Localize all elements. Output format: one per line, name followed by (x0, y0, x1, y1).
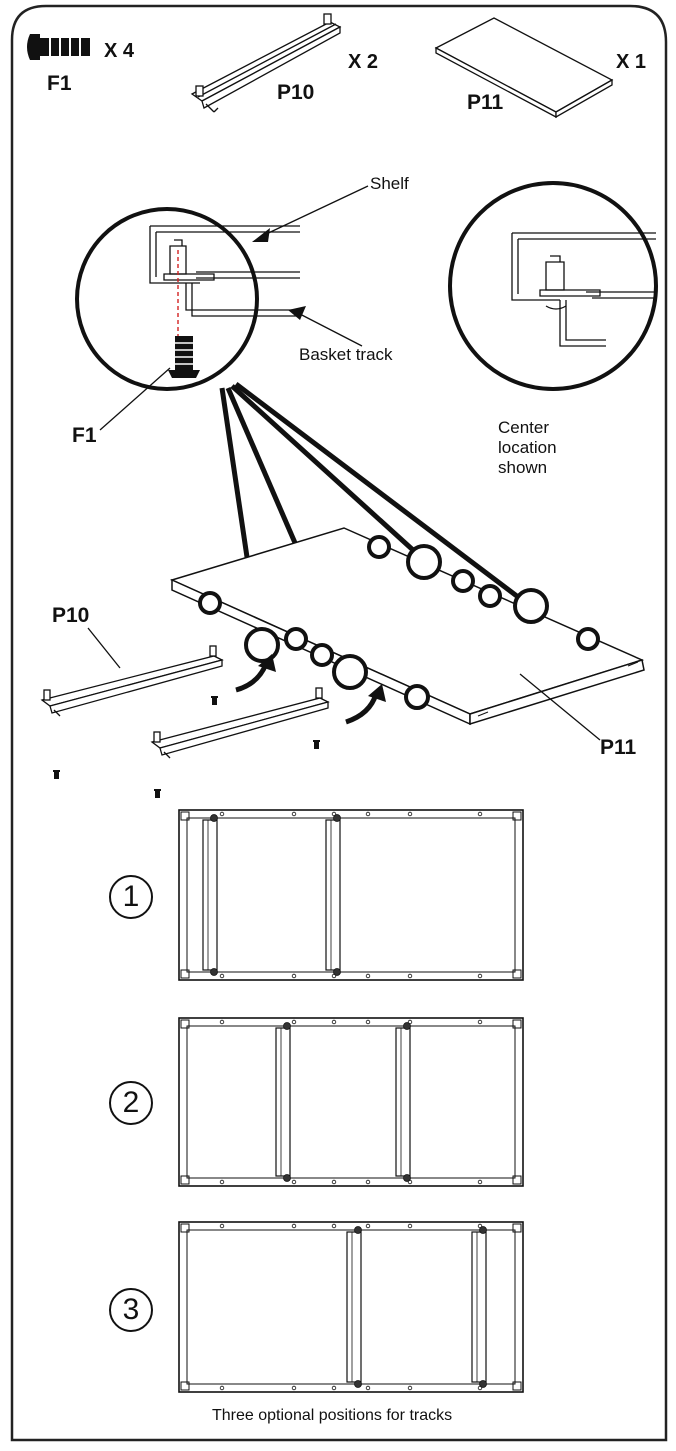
panel-hole (407, 1385, 413, 1391)
p10-quantity: X 2 (348, 51, 379, 73)
panel-hole (219, 1385, 225, 1391)
f1-quantity: X 4 (104, 40, 135, 62)
panel-hole (331, 1019, 337, 1025)
position-2-panel-inner (186, 1025, 516, 1179)
panel-hole (331, 1223, 337, 1229)
screw-marks (53, 696, 320, 798)
f1-bolt-icon (27, 34, 90, 60)
detail-circle-right (448, 181, 658, 391)
panel-hole (219, 973, 225, 979)
position-1-panel-inner (186, 817, 516, 973)
center-note-line: location (498, 438, 557, 457)
panel-hole (365, 1179, 371, 1185)
f1-part-label: F1 (47, 72, 72, 95)
basket-track (395, 1027, 411, 1177)
p10-assembly-label: P10 (52, 604, 90, 627)
panel-hole (365, 811, 371, 817)
basket-track (325, 819, 341, 971)
track-screw (479, 1380, 487, 1388)
center-note-line: shown (498, 458, 548, 477)
panel-hole (365, 1019, 371, 1025)
track-p10-right (150, 687, 330, 759)
basket-track-callout: Basket track (299, 345, 393, 364)
panel-corner (180, 1381, 190, 1391)
panel-corner (180, 969, 190, 979)
panel-hole (331, 1385, 337, 1391)
panel-hole (407, 811, 413, 817)
panel-hole (219, 1179, 225, 1185)
panel-hole (291, 1223, 297, 1229)
position-3-panel-inner (186, 1229, 516, 1385)
track-screw (333, 968, 341, 976)
positions-caption: Three optional positions for tracks (212, 1407, 453, 1424)
panel-hole (407, 1223, 413, 1229)
panel-hole (477, 811, 483, 817)
panel-hole (407, 973, 413, 979)
panel-corner (180, 1175, 190, 1185)
panel-hole (291, 1385, 297, 1391)
f1-bolt-detail-icon (168, 336, 200, 378)
track-screw (210, 814, 218, 822)
panel-hole (365, 973, 371, 979)
shelf-callout: Shelf (370, 174, 409, 193)
track-screw (403, 1022, 411, 1030)
insert-arrow-icon (235, 654, 276, 693)
panel-corner (512, 811, 522, 821)
panel-hole (219, 1019, 225, 1025)
p11-quantity: X 1 (616, 51, 647, 73)
position-1-panel (178, 809, 524, 981)
position-2-number: 2 (109, 1081, 153, 1125)
panel-hole (365, 1385, 371, 1391)
position-1-number: 1 (109, 875, 153, 919)
position-3-number: 3 (109, 1288, 153, 1332)
center-location-note: Center location shown (498, 418, 557, 478)
panel-corner (180, 1223, 190, 1233)
p10-track-icon (190, 13, 342, 113)
panel-hole (331, 1179, 337, 1185)
panel-corner (512, 1019, 522, 1029)
panel-hole (291, 1019, 297, 1025)
track-screw (283, 1022, 291, 1030)
track-screw (403, 1174, 411, 1182)
panel-corner (512, 969, 522, 979)
track-screw (354, 1226, 362, 1234)
shelf-assembly (169, 527, 645, 741)
panel-hole (477, 1019, 483, 1025)
panel-corner (180, 811, 190, 821)
basket-track (275, 1027, 291, 1177)
p11-panel-icon (434, 17, 614, 119)
panel-hole (291, 973, 297, 979)
insert-arrow-icon (345, 684, 386, 725)
panel-corner (512, 1175, 522, 1185)
panel-hole (291, 1179, 297, 1185)
panel-hole (219, 1223, 225, 1229)
f1-detail-label: F1 (72, 424, 97, 447)
track-screw (479, 1226, 487, 1234)
track-p10-left (40, 645, 224, 717)
basket-track (471, 1231, 487, 1383)
basket-track (346, 1231, 362, 1383)
p11-part-label: P11 (467, 91, 504, 114)
center-note-line: Center (498, 418, 550, 437)
track-screw (210, 968, 218, 976)
track-screw (354, 1380, 362, 1388)
panel-hole (477, 1179, 483, 1185)
panel-hole (477, 973, 483, 979)
track-screw (283, 1174, 291, 1182)
basket-track (202, 819, 218, 971)
panel-corner (512, 1223, 522, 1233)
position-2-panel (178, 1017, 524, 1187)
p11-assembly-label: P11 (600, 736, 637, 759)
panel-hole (365, 1223, 371, 1229)
detail-circle-left (75, 185, 369, 431)
panel-corner (180, 1019, 190, 1029)
panel-hole (219, 811, 225, 817)
p10-part-label: P10 (277, 81, 315, 104)
panel-corner (512, 1381, 522, 1391)
track-screw (333, 814, 341, 822)
panel-hole (291, 811, 297, 817)
